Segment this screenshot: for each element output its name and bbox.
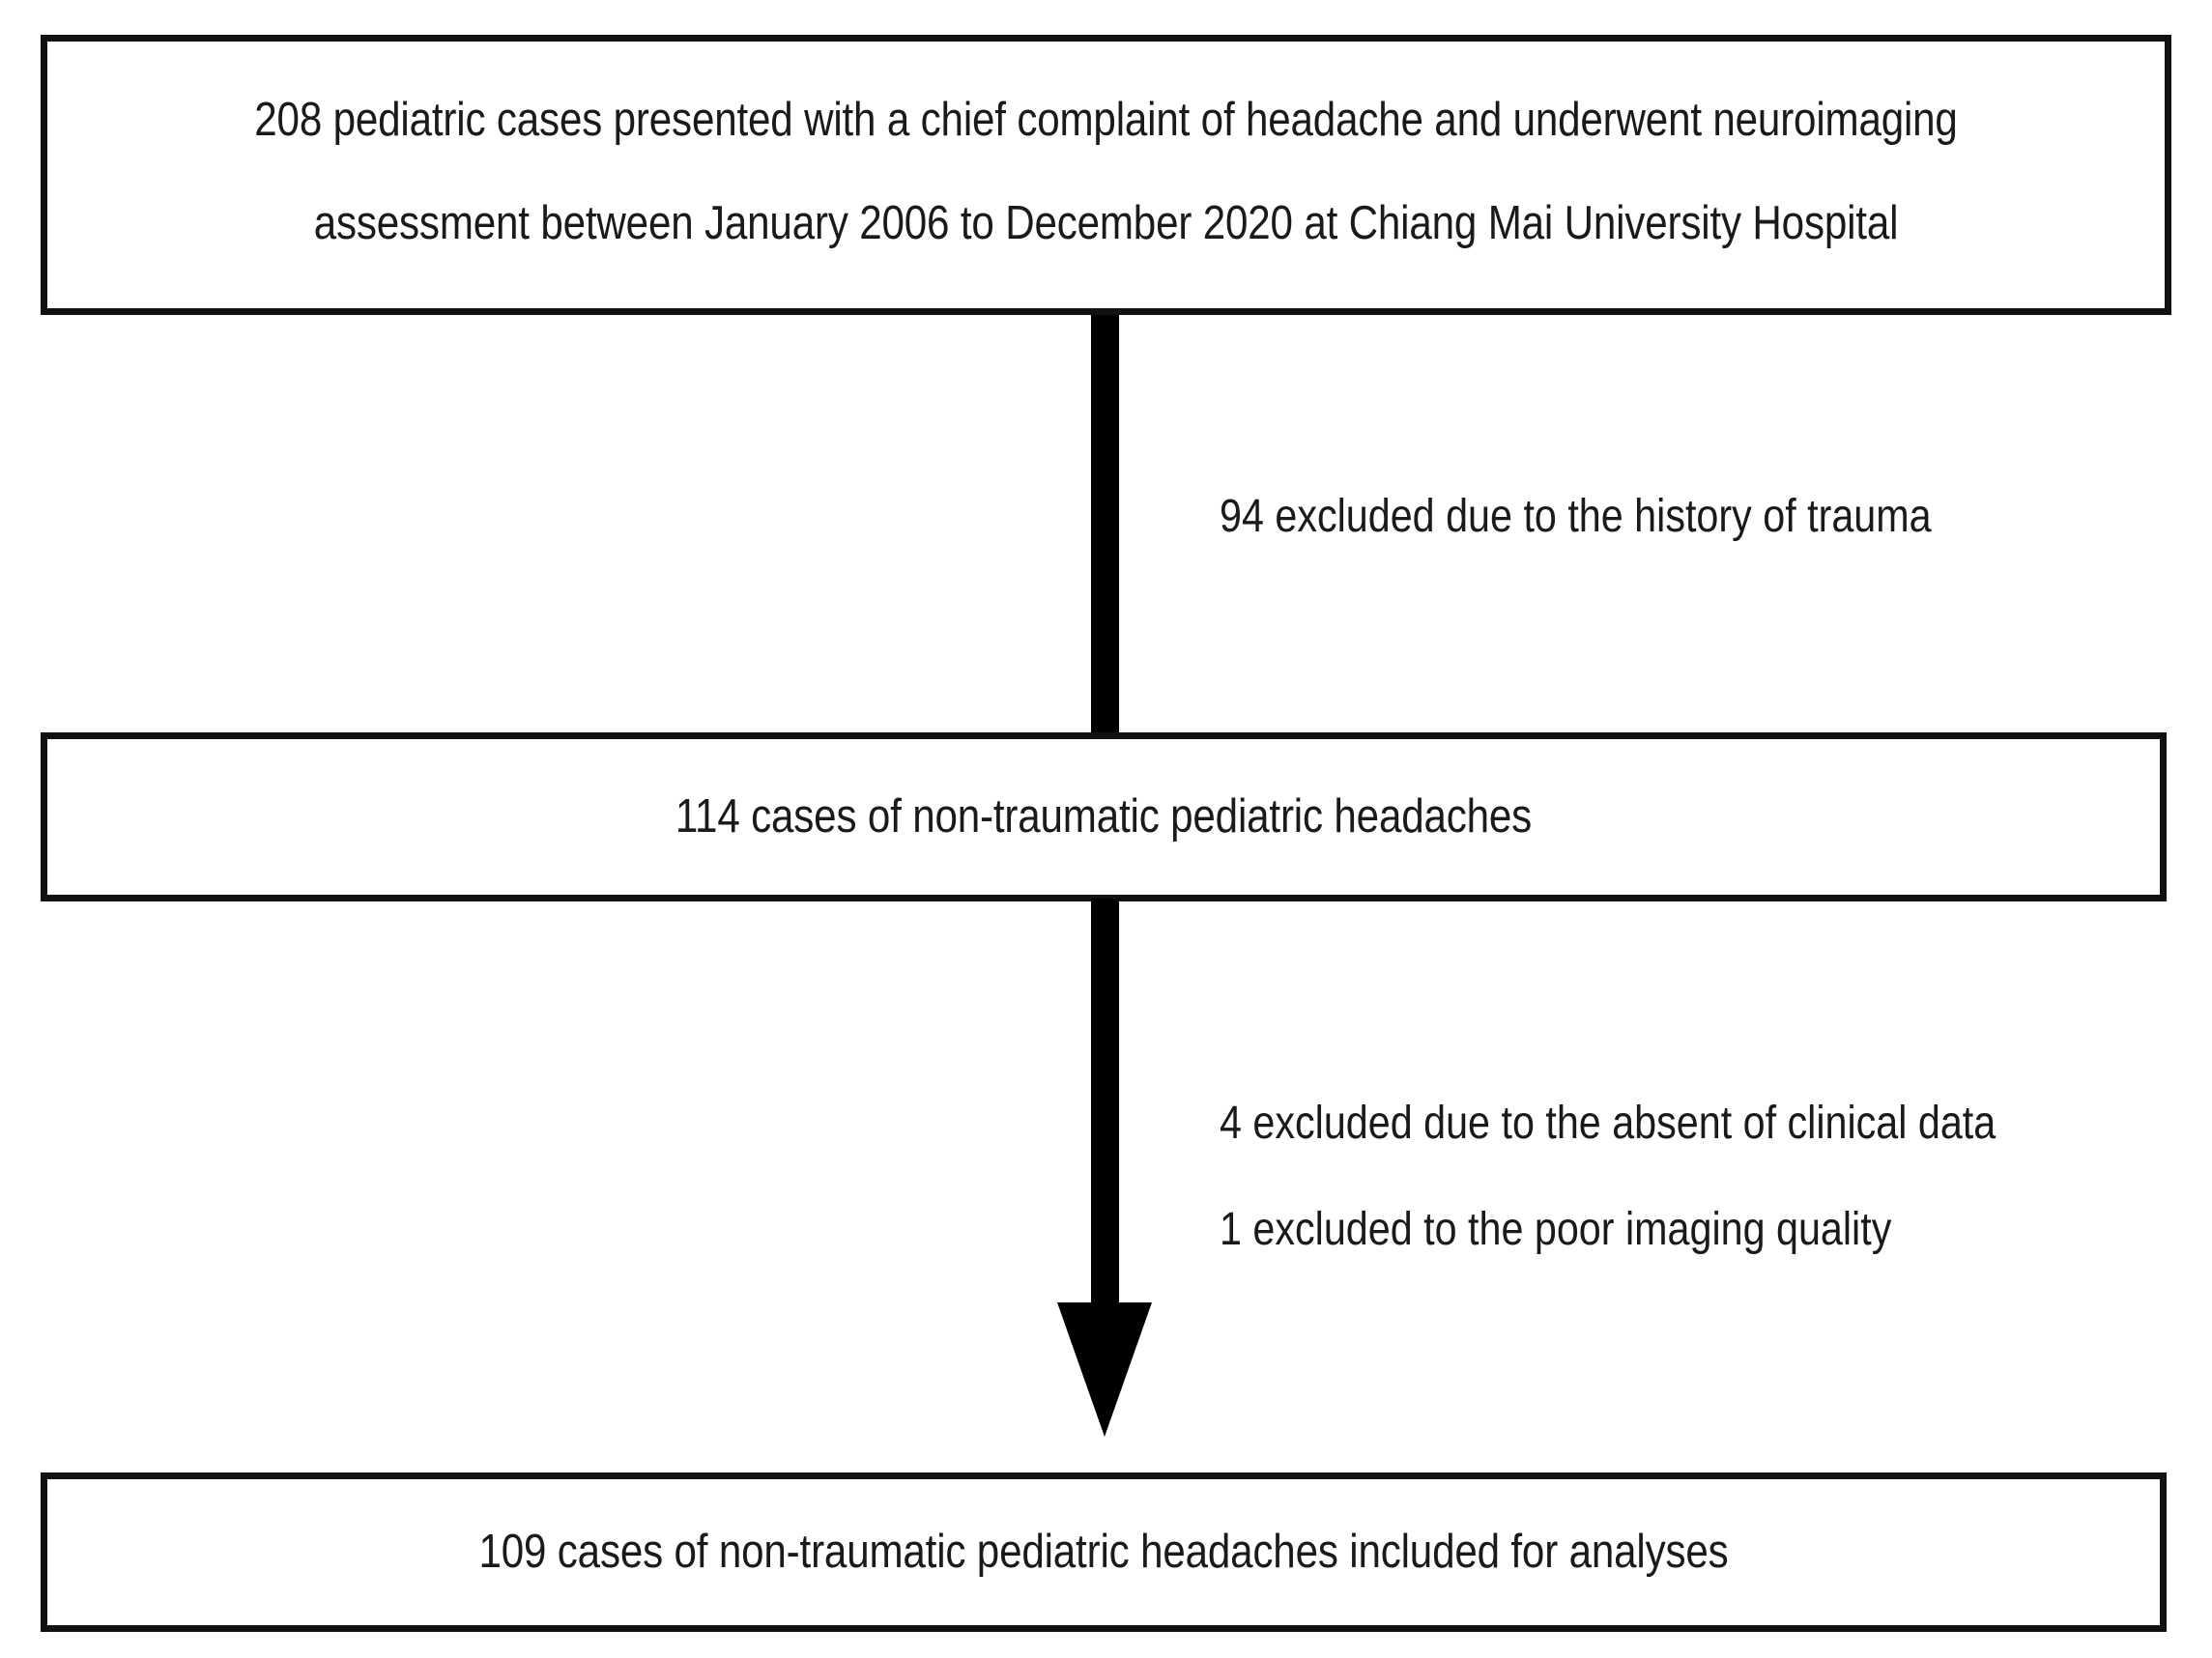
connector-line-nontraumatic-to-included: [1091, 899, 1119, 1308]
exclusion-label-clinical-data: 4 excluded due to the absent of clinical…: [1220, 1098, 1997, 1149]
connector-line-enrolled-to-nontraumatic: [1091, 315, 1119, 736]
flow-box-enrolled-line-2: assessment between January 2006 to Decem…: [313, 196, 1899, 249]
flow-box-included: 109 cases of non-traumatic pediatric hea…: [41, 1472, 2167, 1632]
flow-box-included-line-1: 109 cases of non-traumatic pediatric hea…: [478, 1525, 1729, 1578]
flow-box-enrolled-line-1: 208 pediatric cases presented with a chi…: [254, 93, 1958, 146]
exclusion-label-trauma: 94 excluded due to the history of trauma: [1220, 491, 1932, 542]
flow-box-enrolled: 208 pediatric cases presented with a chi…: [41, 35, 2171, 315]
exclusion-label-imaging-quality: 1 excluded to the poor imaging quality: [1220, 1204, 1892, 1255]
flow-box-nontraumatic: 114 cases of non-traumatic pediatric hea…: [41, 732, 2167, 901]
flow-box-nontraumatic-line-1: 114 cases of non-traumatic pediatric hea…: [675, 789, 1533, 843]
arrow-head-icon: [1057, 1302, 1152, 1437]
